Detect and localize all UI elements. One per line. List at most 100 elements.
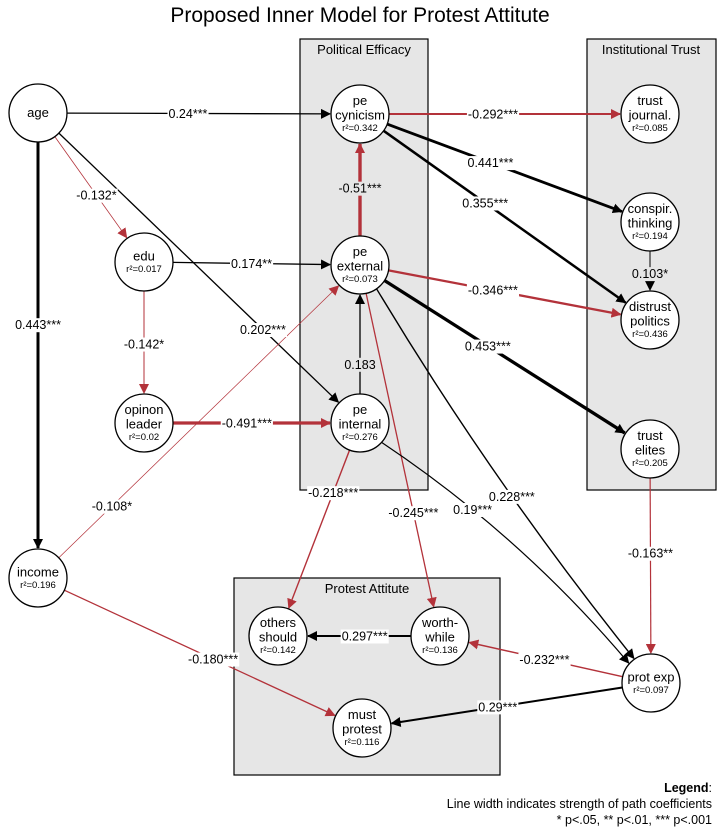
node-r-squared: r²=0.136 (422, 645, 458, 656)
node-r-squared: r²=0.017 (126, 264, 162, 275)
edge-label-worth-to-others: 0.297*** (340, 629, 389, 644)
node-circle (330, 235, 390, 295)
edge-label-background (626, 546, 675, 561)
edge-label-background (630, 267, 670, 282)
group-title-institutional-trust: Institutional Trust (602, 42, 701, 57)
node-r-squared: r²=0.276 (342, 432, 378, 443)
node-circle (620, 84, 680, 144)
node-label-line: must (348, 707, 377, 722)
edge-coefficient: 0.355*** (462, 196, 508, 210)
node-label-line: thinking (628, 216, 673, 231)
edge-coefficient: 0.443*** (15, 318, 61, 332)
node-circle (114, 393, 174, 453)
edge-label-peext-to-pecyn: -0.51*** (337, 181, 383, 196)
edge-label-background (387, 506, 440, 521)
edge-label-edu-to-peext: 0.174** (229, 256, 274, 271)
node-circle (620, 290, 680, 350)
node-label-line: cynicism (335, 108, 385, 123)
edge-coefficient: 0.103* (632, 267, 668, 281)
node-label-line: income (17, 564, 59, 579)
node-circle (330, 393, 390, 453)
node-label-line: age (27, 105, 49, 120)
node-label-line: pe (353, 402, 367, 417)
edge-age-to-edu (54, 136, 128, 239)
legend-line-width-note: Line width indicates strength of path co… (447, 797, 712, 811)
edge-label-background (452, 503, 494, 518)
edge-label-peext-to-worth: -0.245*** (387, 506, 440, 521)
edge-label-pecyn-to-dist: 0.355*** (461, 196, 510, 211)
edge-peint-to-others (287, 449, 351, 609)
edge-coefficient: -0.292*** (468, 108, 518, 122)
node-label-line: protest (342, 722, 382, 737)
edge-label-peint-to-others: -0.218*** (307, 486, 360, 501)
edge-label-background (220, 416, 273, 431)
edge-peext-to-worth (365, 293, 437, 608)
edge-label-background (14, 318, 63, 333)
edge-label-peint-to-peext: 0.183 (343, 357, 377, 372)
group-title-protest-attitute: Protest Attitute (325, 581, 410, 596)
node-label-line: opinon (124, 402, 163, 417)
edge-label-background (75, 188, 118, 203)
edge-label-background (238, 323, 287, 338)
edge-label-background (518, 652, 571, 667)
edge-label-peext-to-dist: -0.346*** (466, 283, 520, 298)
edge-coefficient: 0.183 (344, 358, 375, 372)
node-label-line: edu (133, 248, 155, 263)
edge-label-prot-to-must: 0.29*** (477, 700, 519, 715)
edge-label-peint-to-prot: 0.19*** (452, 503, 494, 518)
node-r-squared: r²=0.116 (345, 737, 380, 748)
edge-coefficient: 0.453*** (465, 340, 511, 354)
edge-coefficient: 0.441*** (468, 156, 514, 170)
node-circle (620, 192, 680, 252)
node-circle (620, 419, 680, 479)
edge-label-pecyn-to-cons: 0.441*** (466, 156, 515, 171)
node-label-line: journal. (628, 108, 672, 123)
edge-label-background (463, 339, 512, 354)
node-r-squared: r²=0.205 (632, 458, 668, 469)
edge-label-background (477, 700, 519, 715)
node-r-squared: r²=0.02 (129, 432, 159, 443)
edge-coefficient: 0.29*** (478, 700, 517, 714)
edge-coefficient: -0.346*** (468, 284, 518, 298)
edge-age-to-peint (58, 132, 340, 403)
edge-label-background (167, 106, 209, 121)
edge-coefficient: -0.163** (628, 547, 673, 561)
node-circle (248, 606, 308, 666)
edge-label-background (487, 489, 536, 504)
edge-coefficient: 0.297*** (342, 630, 388, 644)
edge-label-edu-to-opin: -0.142* (122, 337, 166, 352)
node-r-squared: r²=0.194 (632, 231, 668, 242)
node-circle (330, 84, 390, 144)
node-circle (8, 548, 68, 608)
node-r-squared: r²=0.073 (342, 274, 378, 285)
edge-peext-to-prot (375, 288, 635, 660)
node-circle (332, 698, 392, 758)
edge-te-to-prot (645, 477, 656, 654)
edge-label-background (343, 357, 377, 372)
edge-label-background (90, 499, 134, 514)
edge-label-age-to-edu: -0.132* (75, 188, 118, 203)
edge-label-inc-to-must: -0.180*** (187, 652, 240, 667)
edge-label-background (307, 486, 360, 501)
edge-label-background (229, 256, 274, 271)
edge-coefficient: -0.491*** (222, 417, 272, 431)
edge-coefficient: 0.202*** (240, 323, 286, 337)
group-title-political-efficacy: Political Efficacy (317, 42, 411, 57)
edge-coefficient: 0.174** (231, 257, 272, 271)
node-circle (621, 653, 681, 713)
edge-label-prot-to-worth: -0.232*** (518, 652, 571, 667)
node-label-line: distrust (629, 299, 671, 314)
edge-coefficient: -0.51*** (338, 182, 381, 196)
node-r-squared: r²=0.142 (260, 645, 296, 656)
edge-label-background (337, 181, 383, 196)
